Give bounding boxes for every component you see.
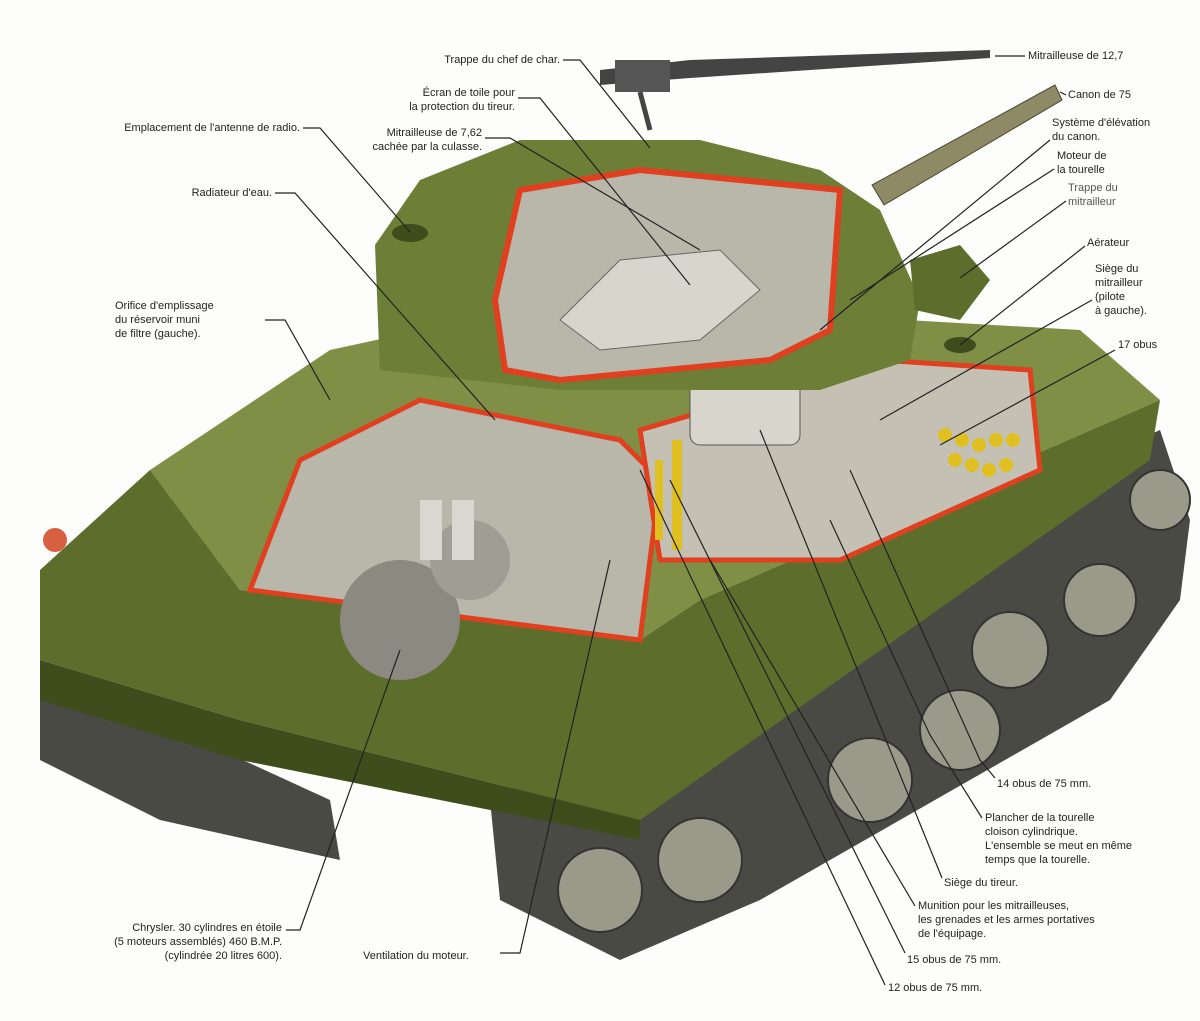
label-line: (pilote: [1095, 291, 1125, 303]
label-munition: Munition pour les mitrailleuses, les gren…: [918, 899, 1095, 941]
heavy-machine-gun: [600, 50, 990, 131]
label-line: du réservoir muni: [115, 314, 200, 326]
label-line: cachée par la culasse.: [372, 141, 482, 153]
label-line: mitrailleur: [1095, 277, 1143, 289]
label-line: (cylindrée 20 litres 600).: [164, 950, 282, 962]
label-line: Système d'élévation: [1052, 117, 1151, 129]
engine-compartment-cutaway: [246, 397, 663, 680]
label-chrysler-engine: Chrysler. 30 cylindres en étoile (5 moteu…: [114, 921, 282, 963]
label-17-obus: 17 obus: [1118, 338, 1157, 352]
tracks: [40, 430, 1190, 960]
label-12-obus: 12 obus de 75 mm.: [888, 981, 982, 995]
label-systeme-elevation: Système d'élévation du canon.: [1052, 116, 1150, 144]
label-line: Munition pour les mitrailleuses,: [918, 900, 1070, 912]
label-mitrailleuse-762: Mitrailleuse de 7,62 cachée par la culass…: [373, 126, 482, 154]
label-line: à gauche).: [1095, 305, 1147, 317]
label-line: Ventilation du moteur.: [363, 950, 469, 962]
label-ecran-de-toile: Écran de toile pour la protection du tire…: [409, 86, 515, 114]
turret: [375, 140, 990, 390]
label-radiateur: Radiateur d'eau.: [192, 186, 272, 200]
label-line: du canon.: [1052, 131, 1101, 143]
label-antenne-radio: Emplacement de l'antenne de radio.: [124, 121, 300, 135]
label-line: Canon de 75: [1068, 89, 1131, 101]
label-line: Aérateur: [1087, 237, 1130, 249]
label-line: mitrailleur: [1068, 196, 1116, 208]
label-line: Trappe du: [1068, 182, 1118, 194]
road-wheels: [557, 469, 1191, 933]
label-14-obus: 14 obus de 75 mm.: [997, 777, 1091, 791]
label-siege-mitrailleur: Siège du mitrailleur (pilote à gauche).: [1095, 262, 1147, 318]
label-line: Mitrailleuse de 12,7: [1028, 50, 1124, 62]
label-line: Plancher de la tourelle: [985, 812, 1095, 824]
label-canon-75: Canon de 75: [1068, 88, 1131, 102]
label-line: de filtre (gauche).: [115, 328, 201, 340]
leader-lines: [265, 55, 1116, 986]
label-aerateur: Aérateur: [1087, 236, 1129, 250]
label-line: (5 moteurs assemblés) 460 B.M.P.: [114, 936, 282, 948]
label-line: L'ensemble se meut en même: [985, 840, 1133, 852]
label-line: les grenades et les armes portatives: [918, 914, 1095, 926]
label-line: Moteur de: [1057, 150, 1107, 162]
label-mitrailleuse-127: Mitrailleuse de 12,7: [1028, 49, 1123, 63]
label-moteur-tourelle: Moteur de la tourelle: [1057, 149, 1107, 177]
label-line: cloison cylindrique.: [985, 826, 1078, 838]
label-line: la protection du tireur.: [409, 101, 515, 113]
label-line: 14 obus de 75 mm.: [997, 778, 1092, 790]
label-line: Trappe du chef de char.: [444, 54, 560, 66]
label-line: 12 obus de 75 mm.: [888, 982, 983, 994]
label-line: Mitrailleuse de 7,62: [386, 127, 482, 139]
label-orifice-emplissage: Orifice d'emplissage du réservoir muni de …: [115, 299, 214, 341]
label-line: temps que la tourelle.: [985, 854, 1091, 866]
label-line: Siège du: [1095, 263, 1139, 275]
label-trappe-mitrailleur: Trappe du mitrailleur: [1068, 181, 1118, 209]
label-line: Emplacement de l'antenne de radio.: [124, 122, 300, 134]
label-line: la tourelle: [1057, 164, 1105, 176]
label-siege-tireur: Siège du tireur.: [944, 876, 1018, 890]
label-line: Radiateur d'eau.: [191, 187, 272, 199]
label-line: Écran de toile pour: [422, 87, 515, 99]
label-line: Siège du tireur.: [944, 877, 1018, 889]
label-plancher-tourelle: Plancher de la tourelle cloison cylindriq…: [985, 811, 1132, 867]
label-line: de l'équipage.: [918, 928, 987, 940]
label-15-obus: 15 obus de 75 mm.: [907, 953, 1001, 967]
main-gun: [871, 84, 1063, 206]
label-trappe-chef-de-char: Trappe du chef de char.: [444, 53, 560, 67]
label-line: Orifice d'emplissage: [115, 300, 214, 312]
label-line: Chrysler. 30 cylindres en étoile: [132, 922, 282, 934]
label-line: 15 obus de 75 mm.: [907, 954, 1002, 966]
label-ventilation-moteur: Ventilation du moteur.: [363, 949, 469, 963]
label-line: 17 obus: [1118, 339, 1158, 351]
